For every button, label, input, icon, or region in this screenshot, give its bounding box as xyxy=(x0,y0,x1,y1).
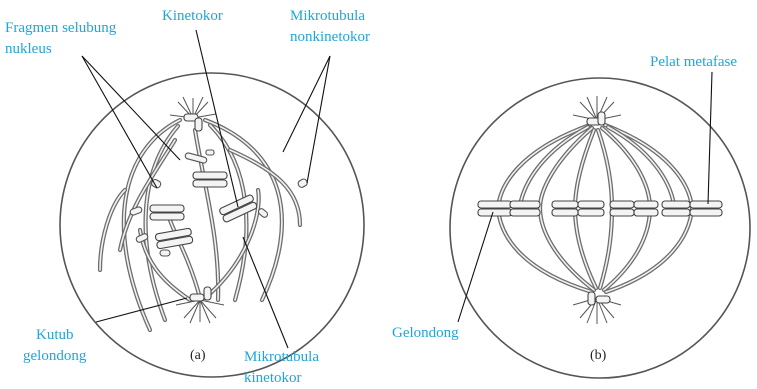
label-kinetokor-bottom: kinetokor xyxy=(244,370,302,386)
cell-b xyxy=(450,78,750,378)
label-mikrotubula-top: Mikrotubula xyxy=(290,8,365,24)
cell-b-metaphase-chromosomes xyxy=(478,201,722,216)
cell-b-bottom-pole xyxy=(573,292,621,324)
chromosome xyxy=(552,201,604,216)
caption-a: (a) xyxy=(190,348,206,363)
chromosome xyxy=(193,172,227,187)
leader-mikrotubula-kinetokor xyxy=(243,237,288,348)
chromosome xyxy=(150,205,184,220)
chromosome xyxy=(219,194,258,223)
label-kinetokor: Kinetokor xyxy=(162,8,223,24)
chromosome xyxy=(478,201,540,216)
label-nukleus: nukleus xyxy=(5,41,52,57)
label-gelondong: Gelondong xyxy=(392,325,459,341)
label-pelat-metafase: Pelat metafase xyxy=(650,54,737,70)
leader-fragmen-1 xyxy=(82,56,157,188)
label-fragmen-selubung: Fragmen selubung xyxy=(5,20,117,36)
leader-kutub xyxy=(96,298,187,322)
leader-fragmen-2 xyxy=(82,56,180,160)
leader-nonkinetokor-2 xyxy=(307,56,330,183)
chromosome xyxy=(610,201,658,216)
caption-b: (b) xyxy=(590,348,607,363)
leader-pelat xyxy=(708,72,712,204)
chromosome xyxy=(155,228,193,249)
label-kutub: Kutub xyxy=(36,327,74,343)
cell-b-top-pole xyxy=(573,96,621,125)
leader-nonkinetokor-1 xyxy=(283,56,330,152)
label-gelondong-pole: gelondong xyxy=(23,348,87,364)
leader-gelondong xyxy=(458,212,493,322)
label-nonkinetokor: nonkinetokor xyxy=(290,29,370,45)
label-mikrotubula-bottom: Mikrotubula xyxy=(244,349,319,365)
